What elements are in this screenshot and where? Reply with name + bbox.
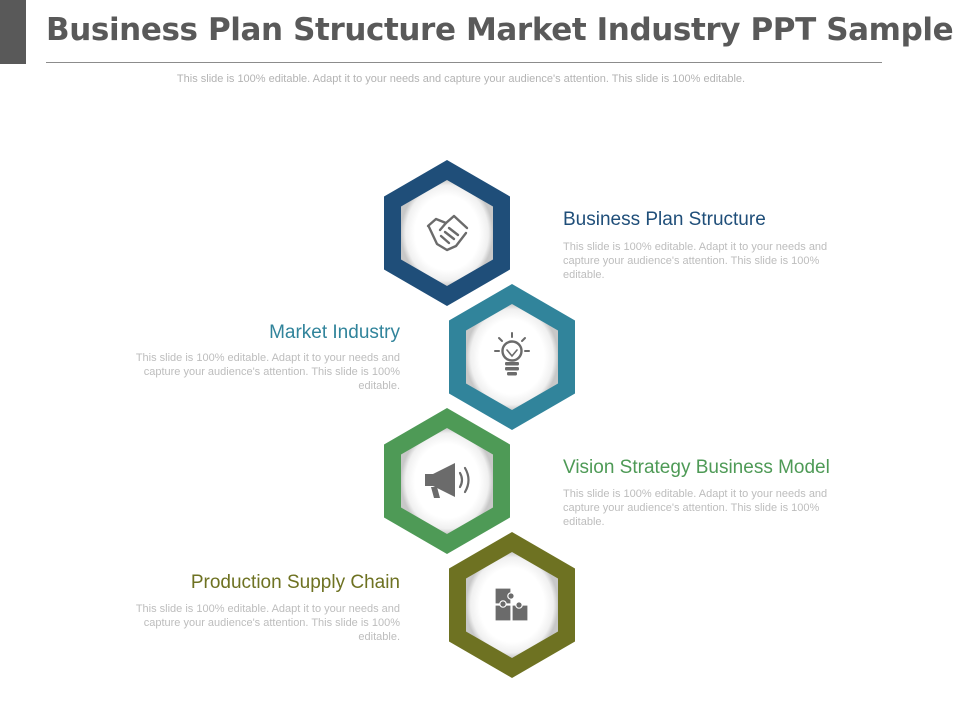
step-1-heading: Business Plan Structure: [563, 209, 766, 230]
step-3-description: This slide is 100% editable. Adapt it to…: [563, 488, 828, 528]
lightbulb-icon: [494, 332, 530, 376]
megaphone-icon: [425, 463, 470, 498]
corner-accent-block: [0, 0, 26, 64]
slide-subtitle: This slide is 100% editable. Adapt it to…: [176, 73, 746, 85]
hexagon-step-1: [384, 160, 510, 306]
step-3-heading: Vision Strategy Business Model: [563, 457, 830, 478]
hexagon-step-4: [449, 532, 575, 678]
handshake-icon: [426, 214, 469, 252]
slide-title: Business Plan Structure Market Industry …: [46, 12, 954, 48]
title-divider: [46, 62, 882, 63]
step-4-description: This slide is 100% editable. Adapt it to…: [135, 603, 400, 643]
step-2-description: This slide is 100% editable. Adapt it to…: [135, 352, 400, 392]
step-1-description: This slide is 100% editable. Adapt it to…: [563, 241, 828, 281]
step-2-heading: Market Industry: [269, 322, 400, 343]
hexagon-step-3: [384, 408, 510, 554]
step-4-heading: Production Supply Chain: [190, 572, 400, 593]
hexagon-step-2: [449, 284, 575, 430]
puzzle-icon: [494, 587, 529, 622]
